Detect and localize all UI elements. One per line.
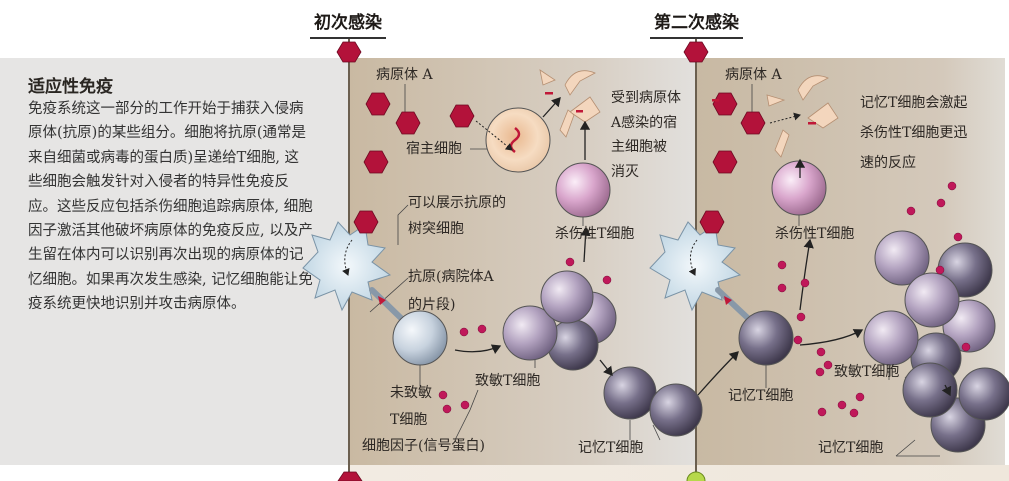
dotted-arrows [342, 112, 801, 276]
memory-t-cell [649, 383, 703, 437]
antigen-fragments [378, 296, 732, 305]
line: 主细胞被 [611, 139, 667, 155]
sidebar-body: 免疫系统这一部分的工作开始于捕获入侵病原体(抗原)的某些组分。细胞将抗原(通常是… [28, 101, 313, 313]
sensitized-t-cell [502, 305, 558, 361]
sensitized-t-cell [874, 230, 930, 286]
header-first-infection: 初次感染 [310, 8, 386, 39]
line: 可以展示抗原的 [408, 195, 506, 211]
header-second-infection: 第二次感染 [650, 8, 743, 39]
second-infection-end-marker [686, 471, 706, 481]
line: 消灭 [611, 163, 639, 180]
line: 记忆T细胞会激起 [860, 95, 968, 111]
destroyed-cell-fragments [539, 69, 839, 158]
pathogen-debris [545, 92, 816, 125]
cells [392, 107, 1009, 453]
memory-t-cell [958, 367, 1009, 421]
label-memory-t-cell-second: 记忆T细胞 [728, 388, 794, 404]
antigen-presentation-stalks [369, 287, 755, 325]
line: 受到病原体 [611, 90, 681, 106]
label-dendritic-cell: 可以展示抗原的树突细胞 [408, 190, 506, 242]
intro-panel [0, 58, 349, 465]
pathogen-marker-first [336, 41, 362, 63]
label-faster-response: 记忆T细胞会激起杀伤性T细胞更迅速的反应 [860, 88, 967, 178]
label-cytokine: 细胞因子(信号蛋白) [362, 438, 485, 454]
pathogen-marker-second [683, 41, 709, 63]
dendritic-cells [302, 221, 742, 312]
arrows [454, 97, 952, 397]
label-host-cell: 宿主细胞 [406, 141, 462, 157]
line: A感染的宿 [611, 114, 678, 131]
sensitized-t-cell [540, 270, 594, 324]
label-memory-t-cell-right: 记忆T细胞 [818, 440, 884, 456]
label-killer-t-cell: 杀伤性T细胞 [555, 226, 635, 242]
killer-t-cell [555, 162, 611, 218]
sensitized-t-cell [904, 272, 960, 328]
killer-t-cell [771, 160, 827, 216]
label-killer-t-cell-second: 杀伤性T细胞 [775, 226, 855, 242]
memory-t-cell [738, 310, 794, 366]
memory-t-cell [902, 362, 958, 418]
pathogen-hexagons [336, 41, 766, 481]
line: 抗原(病院体A [408, 269, 494, 285]
label-antigen: 抗原(病院体A 的片段) [408, 263, 494, 319]
label-host-destroyed: 受到病原体 A感染的宿主细胞被消灭 [611, 86, 681, 184]
label-naive-t-cell: 未致敏 T细胞 [390, 380, 432, 434]
label-pathogen-a-second: 病原体 A [725, 67, 782, 83]
line: 的片段) [408, 297, 456, 313]
line: 速的反应 [860, 155, 916, 171]
line: 杀伤性T细胞更迅 [860, 125, 968, 141]
line: 树突细胞 [408, 221, 464, 237]
bottom-strip [0, 465, 1009, 481]
label-sensitized-t-cell: 致敏T细胞 [475, 373, 541, 389]
sensitized-t-cell [863, 310, 919, 366]
naive-t-cell [392, 310, 448, 366]
label-sensitized-t-cell-second: 致敏T细胞 [834, 364, 900, 380]
line: 未致敏 [390, 385, 432, 401]
host-cell [485, 107, 551, 173]
line: T细胞 [390, 412, 428, 428]
sidebar-title: 适应性免疫 [28, 77, 113, 97]
label-memory-t-cell: 记忆T细胞 [578, 440, 644, 456]
cytokines [438, 181, 971, 418]
label-pathogen-a: 病原体 A [376, 67, 433, 83]
